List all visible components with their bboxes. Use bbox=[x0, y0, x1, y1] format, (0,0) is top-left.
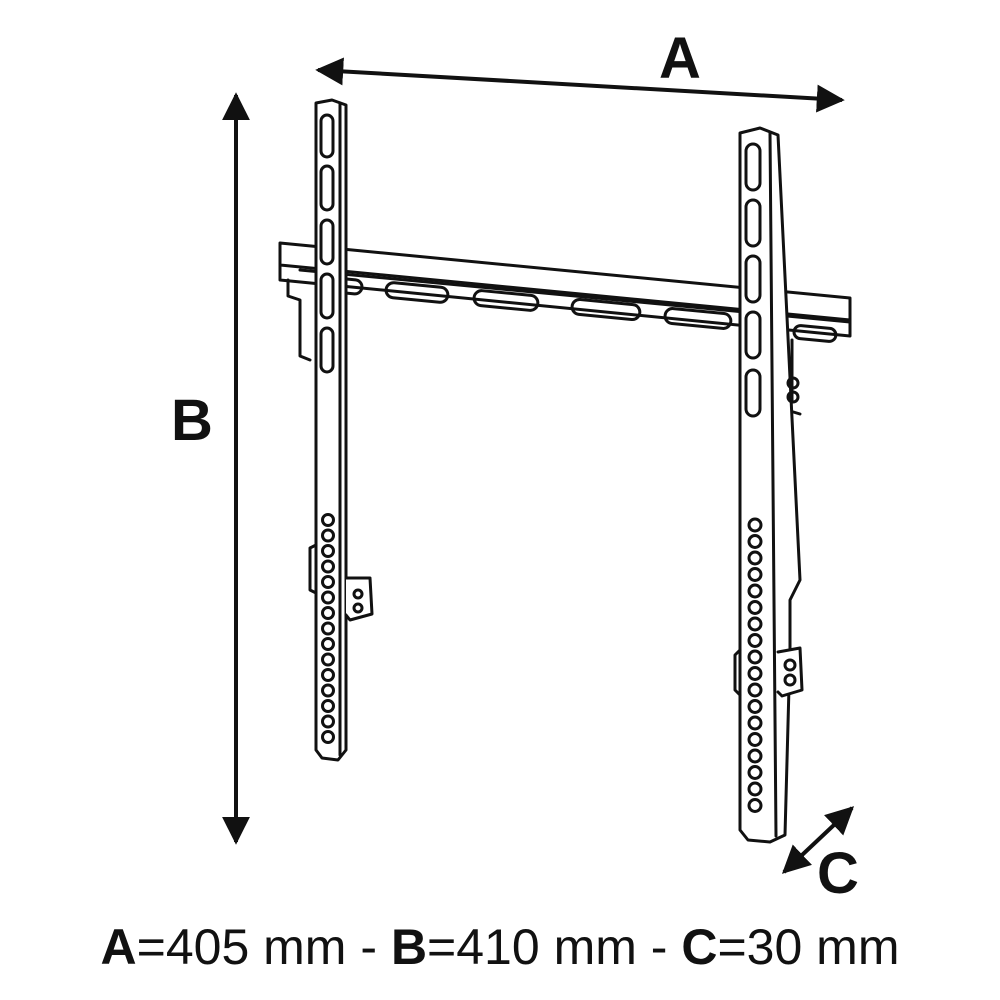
mount-hole bbox=[321, 637, 335, 651]
mount-hole bbox=[747, 600, 763, 615]
mount-hole bbox=[321, 559, 335, 574]
mount-hole bbox=[321, 590, 335, 605]
mount-hole bbox=[321, 606, 335, 620]
caption-b-value: 410 mm bbox=[456, 919, 637, 975]
dimensions-caption: A=405 mm - B=410 mm - C=30 mm bbox=[0, 918, 1000, 976]
caption-a-key: A bbox=[100, 919, 137, 975]
mount-hole bbox=[747, 798, 763, 813]
mount-hole bbox=[747, 550, 763, 566]
mount-hole bbox=[747, 765, 763, 780]
right-safety-lock bbox=[776, 376, 804, 698]
right-bracket-holes bbox=[747, 517, 763, 813]
mount-hole bbox=[747, 732, 763, 747]
left-vertical-bracket bbox=[308, 98, 348, 762]
caption-c-key: C bbox=[681, 919, 718, 975]
mount-hole bbox=[321, 544, 335, 558]
caption-separator: - bbox=[360, 919, 378, 975]
caption-c-equals: = bbox=[717, 919, 747, 975]
left-safety-lock bbox=[344, 576, 374, 622]
caption-c-value: 30 mm bbox=[746, 919, 900, 975]
horizontal-wall-rail bbox=[278, 241, 852, 416]
mount-hole bbox=[747, 666, 763, 681]
mount-hole bbox=[321, 513, 335, 527]
mount-hole bbox=[747, 517, 763, 533]
dimension-a-arrow bbox=[315, 57, 845, 113]
mount-hole bbox=[747, 567, 763, 582]
mount-hole bbox=[321, 528, 335, 543]
dimension-a-label: A bbox=[659, 26, 701, 91]
mount-hole bbox=[747, 633, 763, 648]
mount-hole bbox=[747, 699, 763, 714]
mount-hole bbox=[747, 715, 763, 731]
caption-b-equals: = bbox=[427, 919, 457, 975]
mount-hole bbox=[747, 616, 763, 632]
mount-hole bbox=[747, 682, 763, 698]
mount-hole bbox=[321, 668, 335, 682]
mount-hole bbox=[321, 683, 335, 698]
right-vertical-bracket bbox=[733, 126, 802, 844]
mount-hole bbox=[321, 621, 335, 636]
caption-b-key: B bbox=[390, 919, 428, 975]
mount-hole bbox=[321, 699, 335, 713]
left-bracket-slots bbox=[319, 113, 335, 374]
caption-a-equals: = bbox=[136, 919, 166, 975]
mount-hole bbox=[321, 652, 335, 667]
mount-hole bbox=[747, 583, 763, 599]
dimension-c-arrow bbox=[781, 806, 855, 874]
caption-separator: - bbox=[650, 919, 668, 975]
rail-slots bbox=[328, 276, 838, 343]
caption-a-value: 405 mm bbox=[165, 919, 347, 975]
mount-hole bbox=[321, 714, 335, 729]
right-bracket-slots bbox=[744, 142, 762, 418]
dimension-b-label: B bbox=[171, 388, 213, 453]
mount-hole bbox=[747, 649, 763, 665]
mount-hole bbox=[747, 748, 763, 764]
mount-hole bbox=[747, 781, 763, 797]
dimension-c-label: C bbox=[817, 841, 859, 906]
left-bracket-holes bbox=[321, 513, 335, 744]
mount-hole bbox=[747, 534, 763, 549]
mount-hole bbox=[321, 575, 335, 589]
mount-hole bbox=[321, 730, 335, 744]
